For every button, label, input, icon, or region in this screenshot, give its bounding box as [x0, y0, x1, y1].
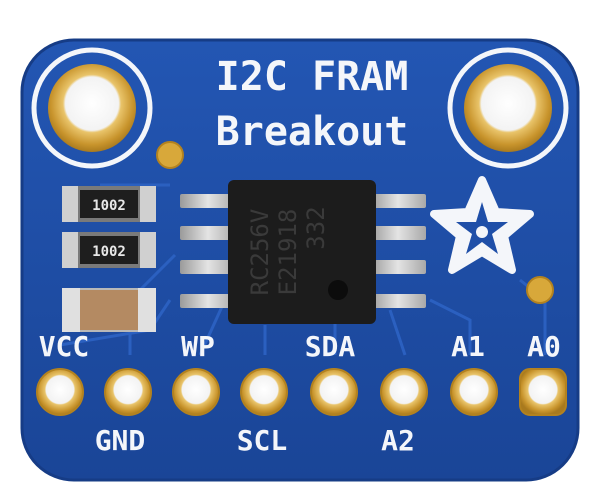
chip-marking-line3: 332: [302, 206, 330, 249]
chip-marking-line1: RC256V: [246, 209, 274, 296]
board-title-line2: Breakout: [216, 109, 409, 155]
header-pins: [36, 368, 567, 416]
resistor-1-marking: 1002: [92, 198, 126, 214]
pin-labels-bottom: GND SCL A2: [95, 424, 415, 457]
pin-label-a2: A2: [381, 424, 415, 457]
pin-pad-a1: [450, 368, 498, 416]
chip-pins-right: [370, 194, 426, 308]
pin-pad-sda: [310, 368, 358, 416]
pin-pad-a2: [380, 368, 428, 416]
pin-pad-scl: [240, 368, 288, 416]
pin-label-a1: A1: [451, 330, 485, 363]
via-left: [156, 141, 184, 169]
pin-label-a0: A0: [527, 330, 561, 363]
pin-label-scl: SCL: [237, 424, 288, 457]
pin-labels-top: VCC WP SDA A1 A0: [39, 330, 561, 363]
mounting-hole-right: [447, 47, 569, 169]
pin-pad-vcc: [36, 368, 84, 416]
via-right: [526, 276, 554, 304]
chip-marking-line2: E21918: [274, 209, 302, 296]
mounting-hole-left: [31, 47, 153, 169]
pin-pad-a0: [519, 368, 567, 416]
board-title-line1: I2C FRAM: [216, 54, 409, 100]
resistor-2: 1002: [62, 232, 156, 268]
pin-label-vcc: VCC: [39, 330, 90, 363]
pin-pad-wp: [172, 368, 220, 416]
chip-pin1-dot: [328, 280, 348, 300]
resistor-1: 1002: [62, 186, 156, 222]
pin-label-sda: SDA: [305, 330, 356, 363]
resistor-2-marking: 1002: [92, 244, 126, 260]
chip-pins-left: [180, 194, 236, 308]
pin-label-gnd: GND: [95, 424, 146, 457]
pin-label-wp: WP: [181, 330, 215, 363]
pin-pad-gnd: [104, 368, 152, 416]
chip-marking: RC256V E21918 332: [246, 206, 330, 295]
capacitor: [62, 288, 156, 332]
adafruit-star-icon: [430, 176, 534, 274]
